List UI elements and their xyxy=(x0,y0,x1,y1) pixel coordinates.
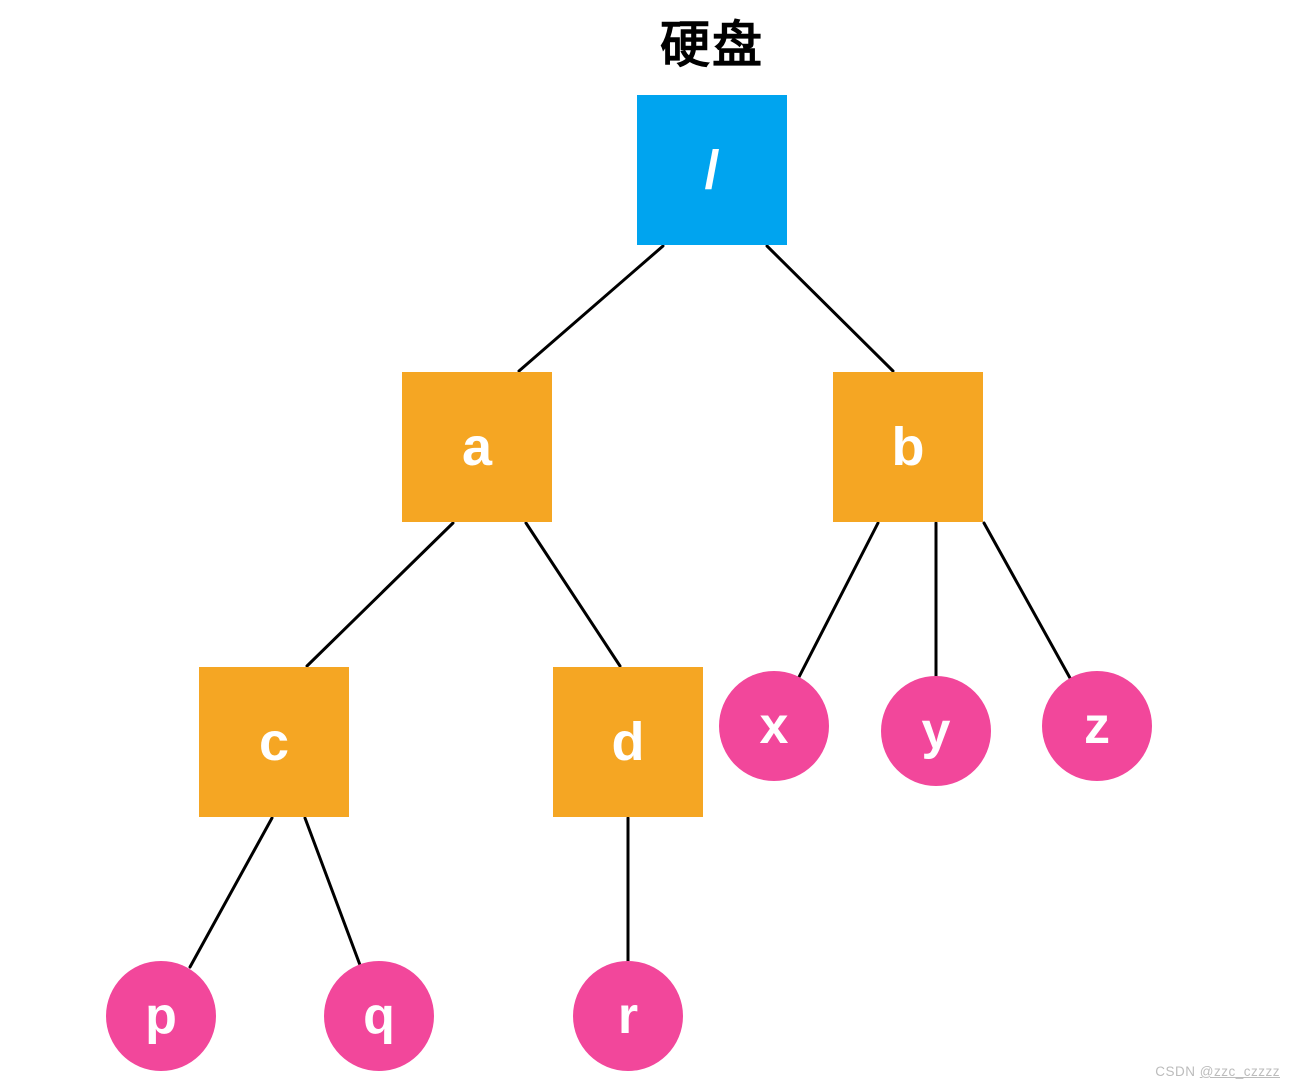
node-c[interactable]: c xyxy=(199,667,349,817)
edge-a-c xyxy=(305,521,455,668)
edge-root-b xyxy=(765,244,895,373)
node-c-label: c xyxy=(258,712,290,772)
node-r[interactable]: r xyxy=(573,961,683,1071)
watermark: CSDN @zzc_czzzz xyxy=(1155,1064,1280,1079)
node-d-label: d xyxy=(611,712,645,772)
node-a[interactable]: a xyxy=(402,372,552,522)
node-d[interactable]: d xyxy=(553,667,703,817)
edge-b-z xyxy=(982,521,1072,680)
node-q[interactable]: q xyxy=(324,961,434,1071)
diagram-title: 硬盘 xyxy=(660,17,764,73)
node-r-label: r xyxy=(617,987,639,1045)
edge-root-a xyxy=(517,244,665,373)
node-z-label: z xyxy=(1084,697,1110,755)
node-root-label: / xyxy=(704,140,720,200)
node-b[interactable]: b xyxy=(833,372,983,522)
node-root[interactable]: / xyxy=(637,95,787,245)
node-z[interactable]: z xyxy=(1042,671,1152,781)
node-q-label: q xyxy=(363,987,395,1045)
edge-b-x xyxy=(797,521,880,679)
node-x[interactable]: x xyxy=(719,671,829,781)
node-b-label: b xyxy=(891,417,925,477)
node-a-label: a xyxy=(461,417,493,477)
node-y[interactable]: y xyxy=(881,676,991,786)
node-y-label: y xyxy=(921,702,951,760)
edge-c-p xyxy=(188,816,274,969)
node-p[interactable]: p xyxy=(106,961,216,1071)
watermark-handle: @zzc_czzzz xyxy=(1199,1064,1280,1079)
watermark-prefix: CSDN xyxy=(1155,1064,1200,1079)
edge-c-q xyxy=(303,816,362,967)
node-x-label: x xyxy=(759,697,789,755)
node-p-label: p xyxy=(145,987,177,1045)
edge-a-d xyxy=(524,521,622,668)
